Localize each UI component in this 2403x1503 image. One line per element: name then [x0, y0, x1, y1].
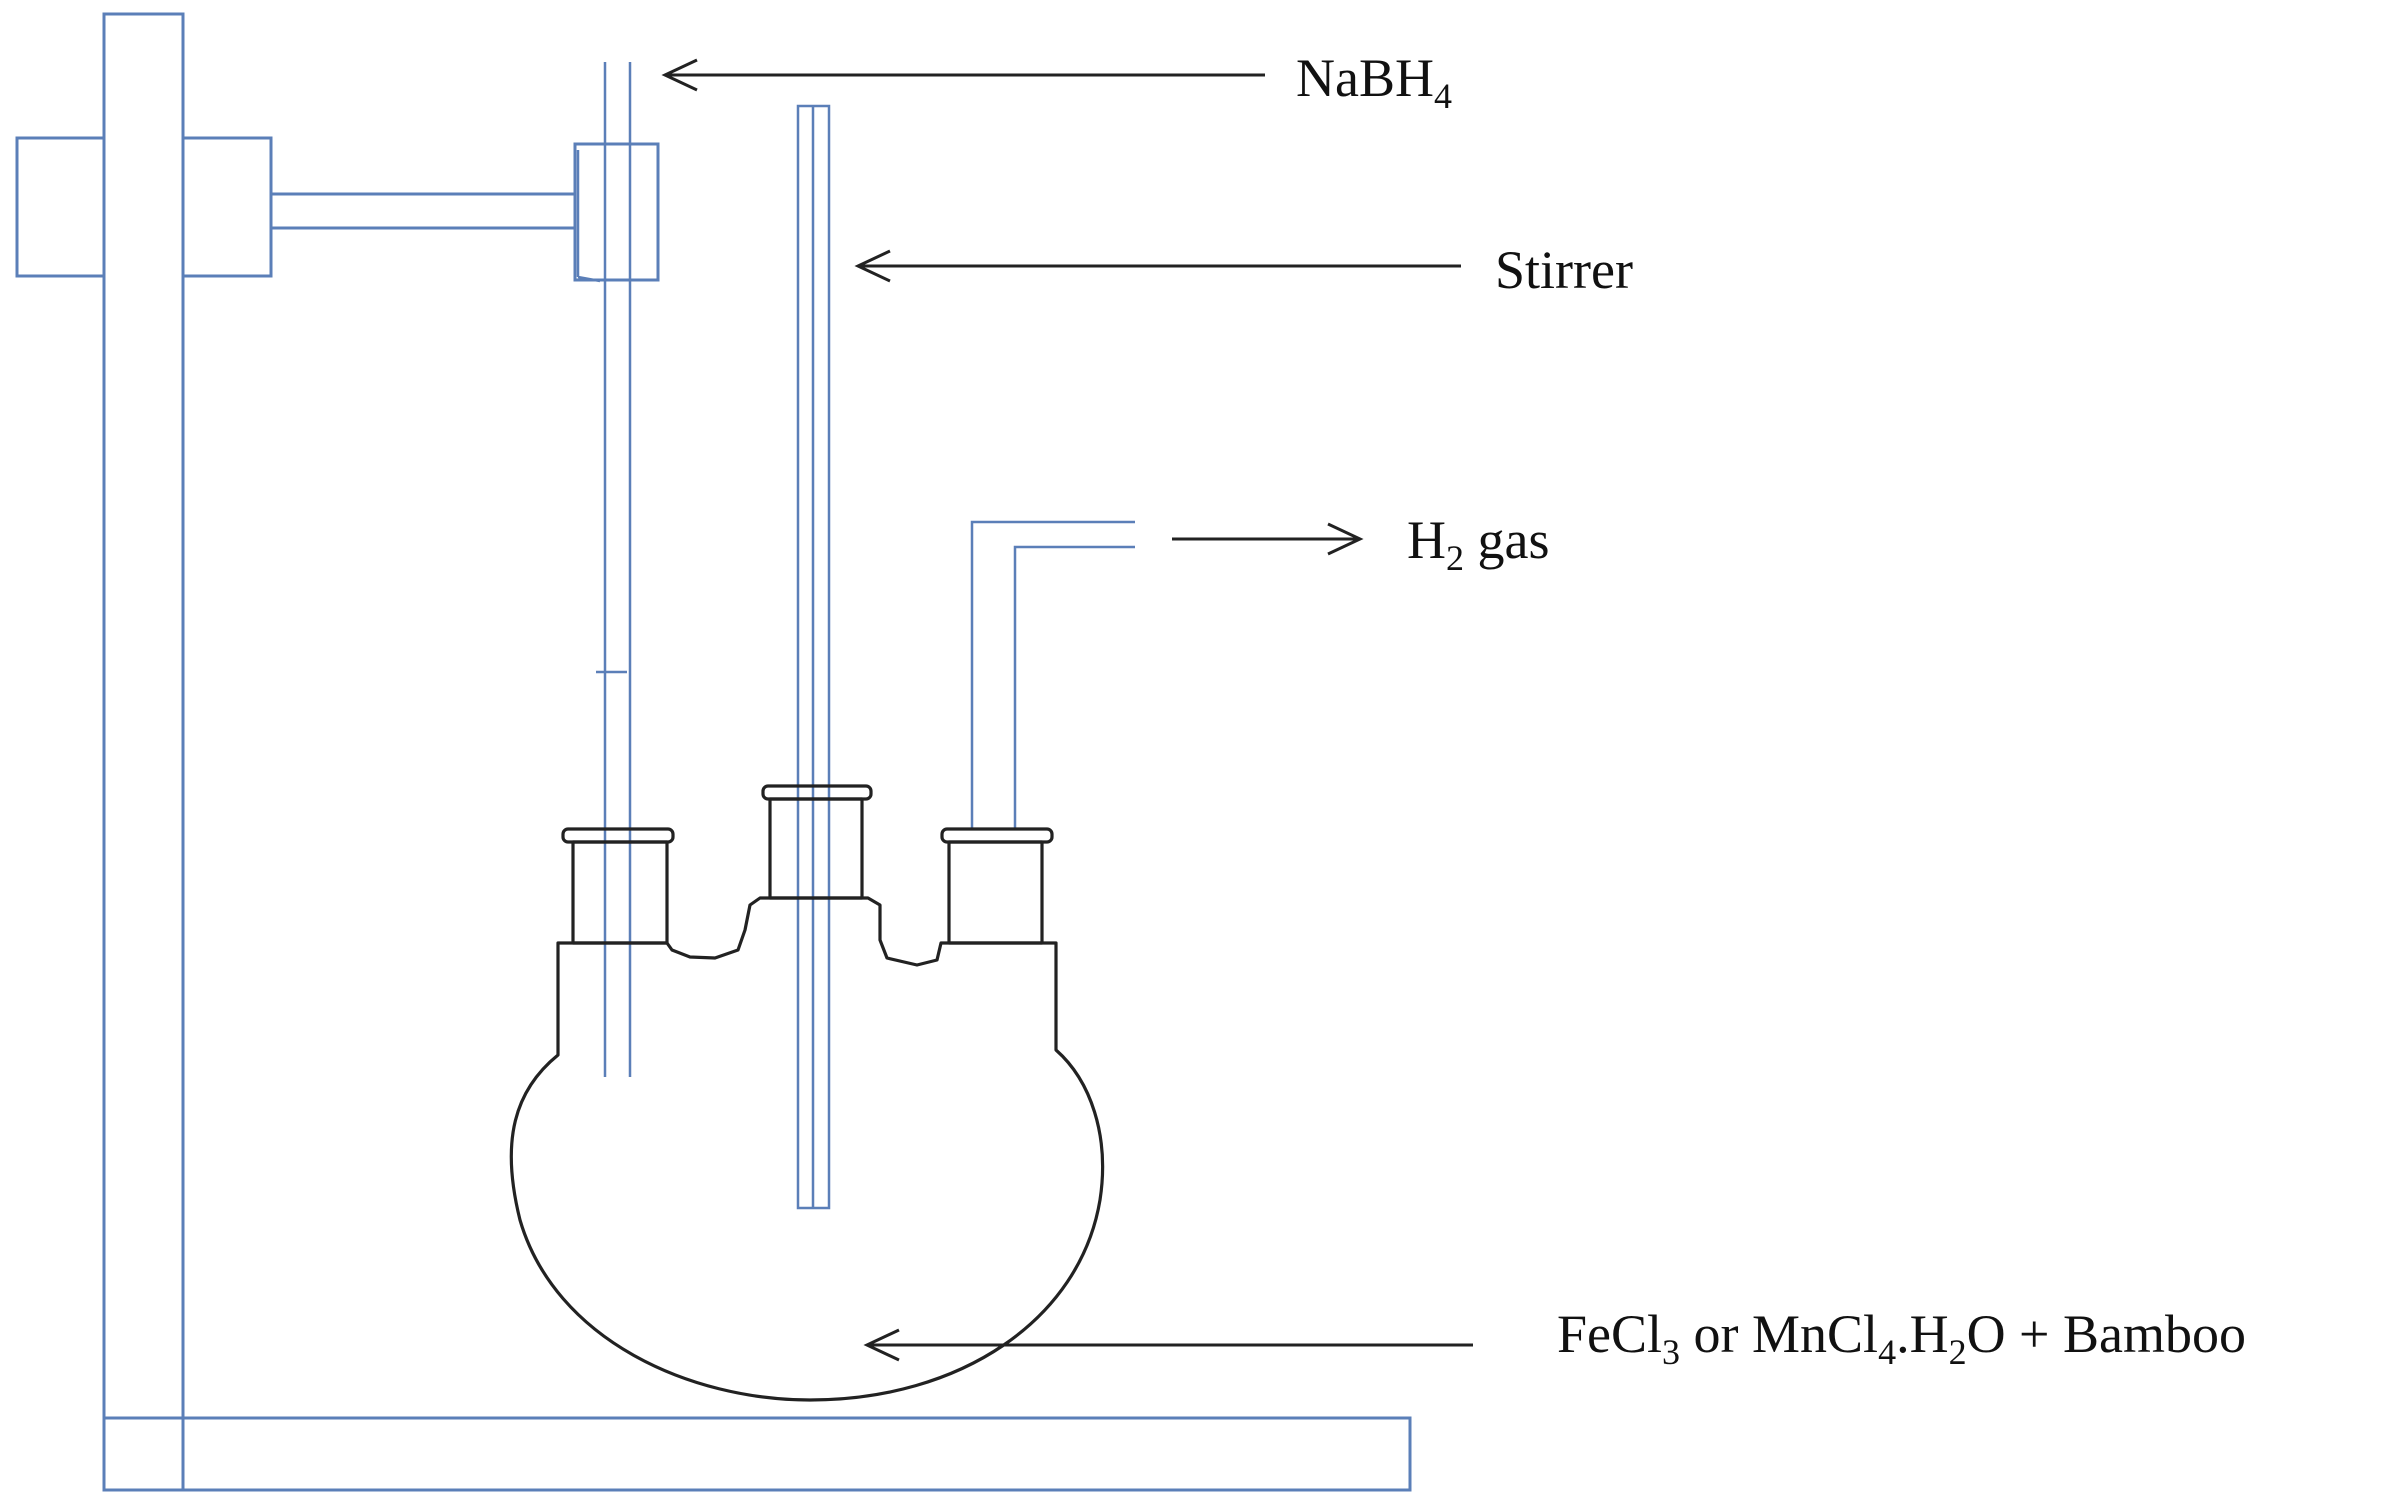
flask-neck-center-rim — [761, 784, 873, 801]
mixture-arrow-head — [863, 1328, 900, 1362]
h2-gas-label-sub: 2 — [1446, 538, 1464, 578]
mixture-label-part2: or MnCl — [1680, 1304, 1878, 1364]
gas-outlet-outer-wall — [970, 520, 1135, 830]
mixture-label-part3: .H — [1896, 1304, 1949, 1364]
gas-outlet-inner-wall — [1013, 545, 1135, 830]
mixture-label-sub2: 4 — [1878, 1332, 1896, 1372]
mixture-label-sub1: 3 — [1662, 1332, 1680, 1372]
nabh4-arrow-head — [661, 58, 698, 92]
clamp-head — [573, 142, 660, 282]
boss-clamp-left — [15, 136, 106, 278]
stirrer-arrow-head — [854, 249, 891, 283]
stirrer-label: Stirrer — [1495, 240, 1633, 300]
flask-neck-left — [571, 840, 669, 945]
stand-base — [102, 1416, 1412, 1492]
retort-stand — [15, 12, 1412, 1492]
stand-rod — [102, 12, 185, 1492]
h2-gas-label: H2 gas — [1407, 510, 1549, 578]
mixture-label: FeCl3 or MnCl4.H2O + Bamboo — [1557, 1304, 2246, 1372]
three-neck-flask — [509, 784, 1105, 1402]
flask-neck-right-rim — [940, 827, 1054, 844]
nabh4-label-main: NaBH — [1296, 48, 1434, 108]
h2-arrow-head — [1327, 522, 1364, 556]
nabh4-addition-tube — [596, 62, 632, 1077]
nabh4-label: NaBH4 — [1296, 48, 1452, 116]
h2-gas-label-main: H — [1407, 510, 1446, 570]
flask-body — [509, 896, 1105, 1402]
stirrer-label-main: Stirrer — [1495, 240, 1633, 300]
mixture-label-sub3: 2 — [1949, 1332, 1967, 1372]
flask-neck-right — [947, 840, 1044, 945]
h2-gas-label-tail: gas — [1464, 510, 1549, 570]
flask-neck-center — [768, 797, 864, 900]
clamp-head-notch — [577, 275, 601, 283]
boss-clamp-right — [181, 136, 273, 278]
labels: NaBH4 Stirrer H2 gas FeCl3 or MnCl4.H2O … — [1296, 48, 2246, 1372]
mixture-label-part4: O + Bamboo — [1967, 1304, 2246, 1364]
flask-neck-left-rim — [561, 827, 675, 844]
annotation-arrows — [661, 58, 1473, 1362]
nabh4-label-sub: 4 — [1434, 76, 1452, 116]
gas-outlet-tube — [970, 520, 1135, 830]
stirrer-rod — [796, 104, 831, 1210]
mixture-label-part1: FeCl — [1557, 1304, 1662, 1364]
